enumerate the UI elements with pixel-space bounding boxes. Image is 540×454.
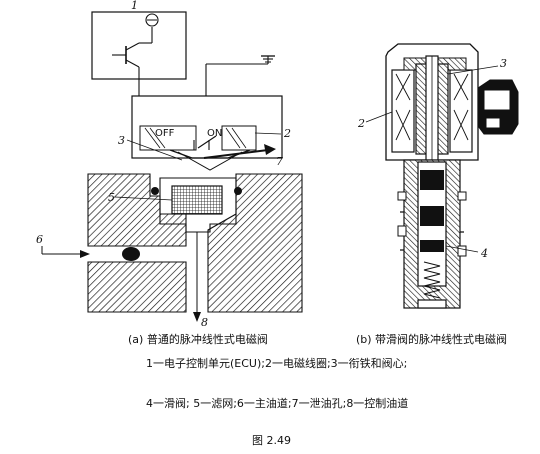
ecu-box: [91, 11, 187, 80]
figure-b: [365, 43, 519, 309]
leader-b-2: [365, 111, 393, 123]
leader-b-4: [445, 245, 479, 253]
label-3: 3: [118, 134, 125, 147]
switch-off-label: OFF: [155, 128, 175, 139]
switch-on-label: ON: [207, 128, 222, 139]
caption-b: (b) 带滑阀的脉冲线性式电磁阀: [356, 333, 508, 346]
figure-a: 1 OFF: [36, 0, 303, 329]
label-5: 5: [108, 191, 115, 204]
figure-number: 图 2.49: [252, 434, 291, 447]
label-2: 2: [283, 127, 291, 140]
solenoid-housing: [131, 95, 283, 171]
legend-line-2: 4一滑阀; 5一滤网;6一主油道;7一泄油孔;8一控制油道: [146, 397, 409, 410]
leader-3: [126, 139, 183, 161]
caption-a: (a) 普通的脉冲线性式电磁阀: [128, 333, 268, 346]
label-6: 6: [36, 233, 43, 246]
label-8: 8: [201, 316, 208, 329]
control-oil-passage-arrow: [193, 232, 201, 322]
label-b-2: 2: [357, 117, 365, 130]
main-oil-passage-arrow: [41, 246, 90, 258]
leader-5: [114, 196, 173, 201]
label-1: 1: [131, 0, 138, 12]
label-7: 7: [276, 155, 283, 168]
label-b-4: 4: [480, 247, 488, 260]
leader-b-3: [447, 65, 499, 75]
wiring: [138, 55, 275, 96]
valve-body: [87, 173, 303, 313]
legend-line-1: 1一电子控制单元(ECU);2一电磁线圈;3一衔铁和阀心;: [146, 357, 408, 370]
label-b-3: 3: [500, 57, 507, 70]
leader-2: [254, 132, 282, 135]
